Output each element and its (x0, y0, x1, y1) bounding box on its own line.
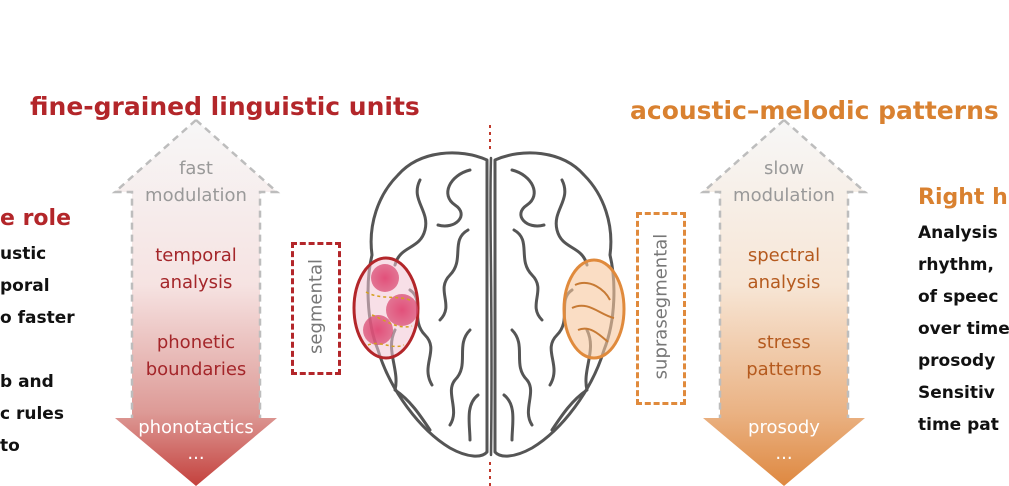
left-arrow-item-line: modulation (145, 185, 247, 206)
left-arrow-item-line: analysis (159, 272, 233, 293)
left-arrow-item-line: phonetic (156, 332, 236, 353)
right-arrow-item-line: patterns (746, 359, 822, 380)
right-side-title: Right h (918, 185, 1008, 210)
left-side-line: o faster (0, 308, 75, 328)
right-arrow-item-line: prosody (748, 417, 820, 438)
left-region-highlight (352, 256, 420, 360)
left-arrow-item-1: fast modulation (111, 155, 281, 209)
right-region-highlight (562, 258, 626, 360)
right-side-line: rhythm, (918, 255, 994, 275)
right-side-text: Analysis rhythm, of speec over time pros… (918, 217, 1009, 441)
segmental-box (291, 242, 341, 375)
right-side-line: prosody (918, 351, 996, 371)
right-arrow-item-line: stress (757, 332, 811, 353)
left-arrow-item-line: fast (179, 158, 213, 179)
left-side-title: e role (0, 206, 72, 231)
left-arrow-item-5: ... (111, 440, 281, 467)
left-side-line: to (0, 436, 20, 456)
right-arrow-item-line: spectral (747, 245, 821, 266)
left-side-line: c rules (0, 404, 64, 424)
left-side-text: ustic poral o faster b and c rules to (0, 238, 75, 462)
right-arrow-item-5: ... (699, 440, 869, 467)
left-arrow-item-2: temporal analysis (111, 242, 281, 296)
right-arrow-item-3: stress patterns (699, 329, 869, 383)
right-arrow-item-4: prosody (699, 414, 869, 441)
left-arrow-item-3: phonetic boundaries (111, 329, 281, 383)
left-arrow-item-line: boundaries (145, 359, 247, 380)
left-arrow-item-4: phonotactics (111, 414, 281, 441)
left-arrow-item-line: temporal (155, 245, 237, 266)
left-side-line: b and (0, 372, 54, 392)
right-side-line: Sensitiv (918, 383, 995, 403)
right-double-arrow (699, 119, 869, 486)
right-arrow-item-line: ... (775, 443, 793, 464)
right-arrow-item-line: modulation (733, 185, 835, 206)
right-side-line: time pat (918, 415, 999, 435)
left-arrow-item-line: phonotactics (138, 417, 254, 438)
left-header: fine-grained linguistic units (30, 92, 420, 121)
brain-icon (366, 151, 616, 458)
right-arrow-item-1: slow modulation (699, 155, 869, 209)
left-side-line: ustic (0, 244, 47, 264)
right-header: acoustic–melodic patterns (630, 96, 999, 125)
right-side-line: over time (918, 319, 1009, 339)
right-arrow-item-line: slow (763, 158, 805, 179)
right-side-line: Analysis (918, 223, 998, 243)
left-arrow-item-line: ... (187, 443, 205, 464)
right-arrow-item-2: spectral analysis (699, 242, 869, 296)
left-double-arrow (111, 119, 281, 486)
right-arrow-item-line: analysis (747, 272, 821, 293)
right-side-line: of speec (918, 287, 999, 307)
suprasegmental-box (636, 212, 686, 405)
segmental-label: segmental (305, 259, 327, 354)
suprasegmental-label: suprasegmental (650, 233, 672, 380)
left-side-line: poral (0, 276, 50, 296)
